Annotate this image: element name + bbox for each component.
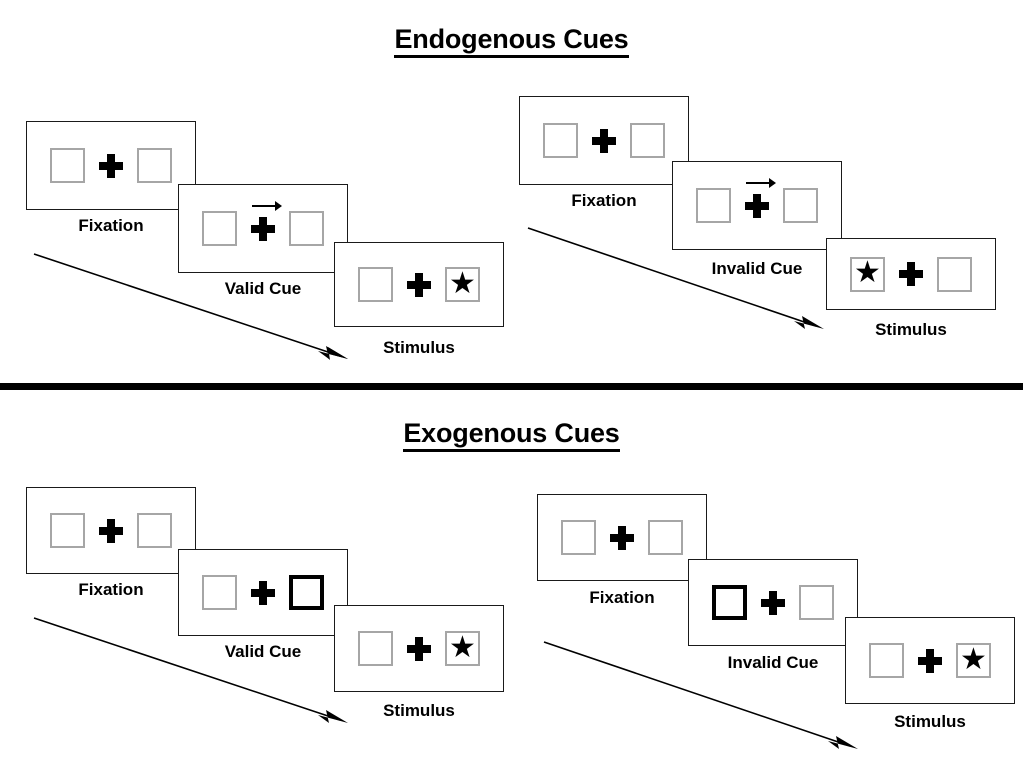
placeholder-box-left: ★	[50, 148, 85, 183]
fixation-cross-icon	[918, 648, 942, 673]
panel-content: ★ ★	[335, 243, 503, 326]
panel-content: ★ ★	[520, 97, 688, 184]
time-flow-arrow-endogenous-invalid	[524, 222, 844, 342]
star-icon: ★	[449, 630, 476, 664]
fixation-cross-icon	[99, 153, 123, 178]
section-divider	[0, 383, 1023, 390]
fixation-cross-icon	[592, 128, 616, 153]
panel-endogenous-invalid-stimulus: ★ ★	[826, 238, 996, 310]
panel-exogenous-valid-stimulus: ★ ★	[334, 605, 504, 692]
caption-endogenous-invalid-cue: Invalid Cue	[711, 259, 803, 278]
placeholder-box-left: ★	[696, 188, 731, 223]
panel-endogenous-valid-cue: ★ ★	[178, 184, 348, 273]
star-icon: ★	[960, 642, 987, 676]
panel-exogenous-invalid-stimulus: ★ ★	[845, 617, 1015, 704]
placeholder-box-left: ★	[202, 575, 237, 610]
placeholder-box-right: ★	[783, 188, 818, 223]
panel-endogenous-invalid-fixation: ★ ★	[519, 96, 689, 185]
caption-endogenous-valid-cue: Valid Cue	[224, 279, 302, 298]
fixation-cross-icon	[99, 518, 123, 543]
star-icon: ★	[854, 256, 881, 289]
fixation-cross-icon	[745, 177, 776, 218]
caption-endogenous-invalid-fixation: Fixation	[571, 191, 637, 210]
placeholder-box-right: ★	[137, 513, 172, 548]
placeholder-box-left: ★	[869, 643, 904, 678]
caption-exogenous-valid-fixation: Fixation	[78, 580, 144, 599]
placeholder-box-right: ★	[289, 211, 324, 246]
caption-endogenous-valid-stimulus: Stimulus	[383, 338, 455, 357]
placeholder-box-right: ★	[799, 585, 834, 620]
placeholder-box-left: ★	[358, 267, 393, 302]
fixation-cross-icon	[610, 525, 634, 550]
placeholder-box-right: ★	[937, 256, 972, 292]
time-flow-arrow-exogenous-valid	[30, 612, 360, 732]
caption-exogenous-invalid-cue: Invalid Cue	[727, 653, 819, 672]
fixation-cross-icon	[251, 200, 282, 241]
section-title-endogenous: Endogenous Cues	[0, 24, 1023, 58]
star-icon: ★	[449, 266, 476, 300]
placeholder-box-right: ★	[630, 123, 665, 158]
placeholder-box-right-cued: ★	[289, 575, 324, 610]
placeholder-box-left: ★	[50, 513, 85, 548]
panel-content: ★ ★	[27, 488, 195, 573]
panel-exogenous-valid-cue: ★ ★	[178, 549, 348, 636]
panel-content: ★ ★	[538, 495, 706, 580]
placeholder-box-left-cued: ★	[712, 585, 747, 620]
panel-content: ★ ★	[827, 239, 995, 309]
placeholder-box-left: ★	[561, 520, 596, 555]
panel-content: ★ ★	[673, 162, 841, 249]
caption-exogenous-valid-stimulus: Stimulus	[383, 701, 455, 720]
fixation-cross-icon	[407, 272, 431, 297]
placeholder-box-left: ★	[543, 123, 578, 158]
panel-exogenous-invalid-cue: ★ ★	[688, 559, 858, 646]
panel-content: ★ ★	[846, 618, 1014, 703]
time-flow-arrow-exogenous-invalid	[540, 636, 870, 761]
placeholder-box-right: ★	[956, 643, 991, 678]
panel-content: ★ ★	[689, 560, 857, 645]
panel-endogenous-valid-stimulus: ★ ★	[334, 242, 504, 327]
panel-endogenous-valid-fixation: ★ ★	[26, 121, 196, 210]
placeholder-box-right: ★	[445, 631, 480, 666]
fixation-cross-icon	[899, 262, 923, 286]
fixation-cross-icon	[251, 580, 275, 605]
caption-exogenous-invalid-stimulus: Stimulus	[894, 712, 966, 731]
placeholder-box-right: ★	[137, 148, 172, 183]
caption-endogenous-invalid-stimulus: Stimulus	[875, 320, 947, 339]
caption-endogenous-valid-fixation: Fixation	[78, 216, 144, 235]
fixation-cross-icon	[407, 636, 431, 661]
caption-exogenous-valid-cue: Valid Cue	[224, 642, 302, 661]
placeholder-box-left: ★	[358, 631, 393, 666]
placeholder-box-left: ★	[850, 256, 885, 292]
placeholder-box-right: ★	[445, 267, 480, 302]
time-flow-arrow-endogenous-valid	[30, 248, 360, 368]
placeholder-box-left: ★	[202, 211, 237, 246]
section-title-exogenous-text: Exogenous Cues	[403, 418, 620, 452]
caption-exogenous-invalid-fixation: Fixation	[589, 588, 655, 607]
panel-exogenous-valid-fixation: ★ ★	[26, 487, 196, 574]
right-arrow-icon	[746, 177, 776, 188]
panel-exogenous-invalid-fixation: ★ ★	[537, 494, 707, 581]
panel-content: ★ ★	[179, 550, 347, 635]
section-title-endogenous-text: Endogenous Cues	[394, 24, 629, 58]
fixation-cross-icon	[761, 590, 785, 615]
right-arrow-icon	[252, 200, 282, 211]
placeholder-box-right: ★	[648, 520, 683, 555]
panel-content: ★ ★	[335, 606, 503, 691]
section-title-exogenous: Exogenous Cues	[0, 418, 1023, 452]
panel-endogenous-invalid-cue: ★ ★	[672, 161, 842, 250]
panel-content: ★ ★	[179, 185, 347, 272]
panel-content: ★ ★	[27, 122, 195, 209]
